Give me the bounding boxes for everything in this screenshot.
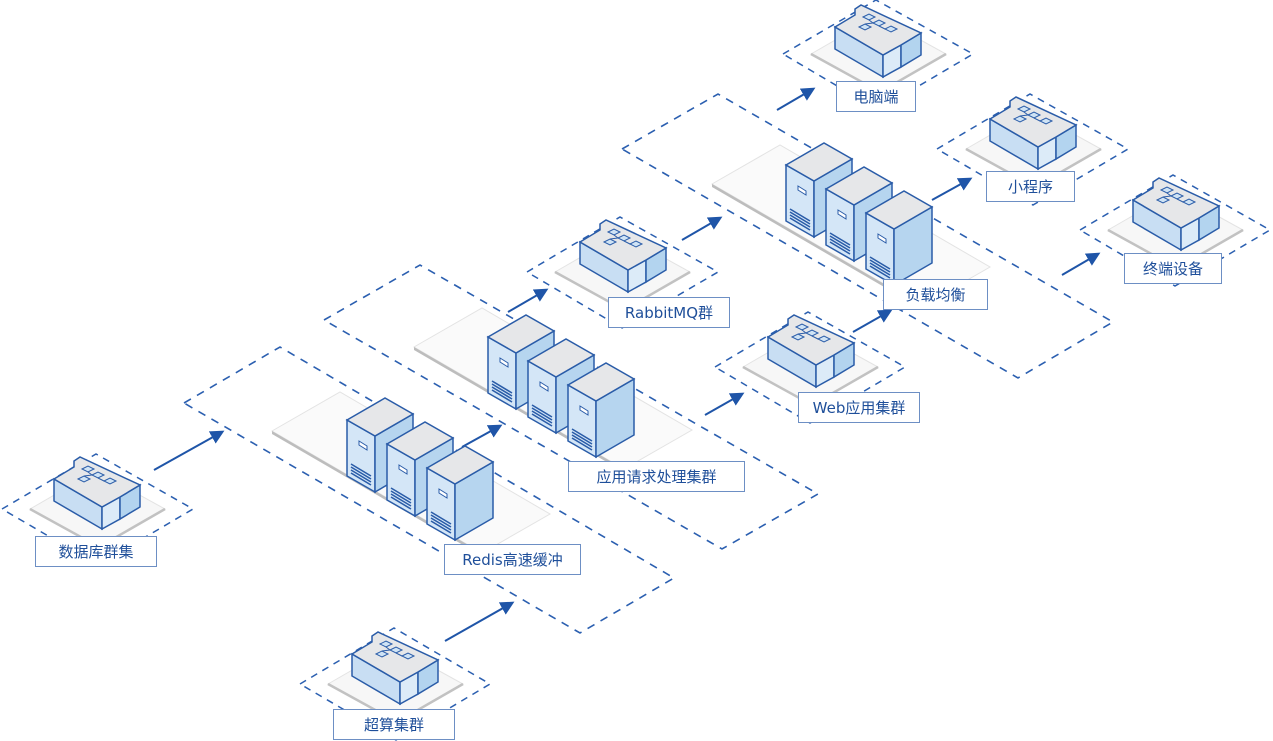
- edge-lb-terminal: [1061, 252, 1101, 276]
- edge-mq-lb: [681, 216, 723, 241]
- app-server-cluster: [487, 314, 635, 458]
- node-label-mini: 小程序: [986, 171, 1075, 202]
- node-label-lb: 负载均衡: [883, 279, 988, 310]
- node-boundary-web: [713, 311, 907, 424]
- edge-hpc-redis: [444, 601, 515, 642]
- node-label-app: 应用请求处理集群: [568, 461, 745, 492]
- edge-app-web: [704, 392, 745, 416]
- node-boundary-mq: [525, 216, 720, 329]
- edge-db-redis: [153, 430, 225, 471]
- node-label-web: Web应用集群: [798, 392, 920, 423]
- node-label-mq: RabbitMQ群: [608, 297, 730, 328]
- node-label-hpc: 超算集群: [333, 709, 455, 740]
- edge-app-mq: [507, 288, 549, 313]
- node-label-redis: Redis高速缓冲: [444, 544, 581, 575]
- node-label-pc: 电脑端: [836, 81, 916, 112]
- edge-lb-mini: [931, 177, 973, 201]
- edge-web-lb: [852, 309, 893, 333]
- edge-redis-app: [461, 424, 503, 448]
- edge-lb-pc: [776, 87, 816, 111]
- node-label-terminal: 终端设备: [1124, 253, 1222, 284]
- node-label-db: 数据库群集: [35, 536, 157, 567]
